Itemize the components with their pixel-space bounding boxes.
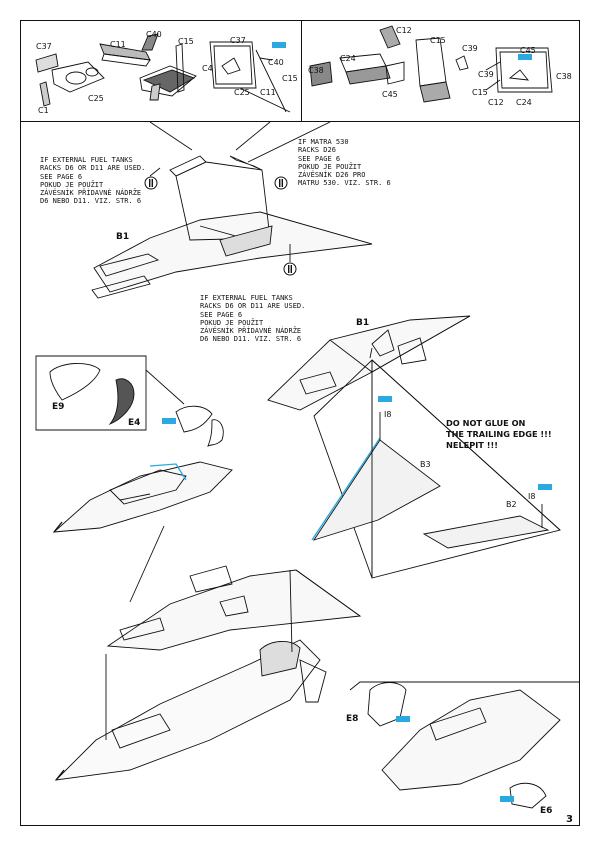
part-label: C40 <box>268 58 284 67</box>
info-icon-center <box>283 262 297 276</box>
part-label: B1 <box>356 318 370 328</box>
note-matra-530: IF MATRA 530 RACKS D26 SEE PAGE 6 POKUD … <box>298 138 391 188</box>
part-label: C15 <box>282 74 298 83</box>
part-label: C24 <box>340 54 356 63</box>
part-label: C38 <box>308 66 324 75</box>
pe-marker <box>378 396 392 402</box>
right-subassembly-frame <box>301 20 580 122</box>
part-label: B2 <box>506 500 517 509</box>
part-label: C15 <box>178 37 194 46</box>
fuselage-top-drawing <box>91 155 373 299</box>
wing-assembly-drawing <box>267 315 561 579</box>
part-label: C45 <box>382 90 398 99</box>
part-label: C40 <box>146 30 162 39</box>
pe-marker <box>500 796 514 802</box>
part-label: C39 <box>478 70 494 79</box>
note-fuel-tanks-left: IF EXTERNAL FUEL TANKS RACKS D6 OR D11 A… <box>40 156 146 206</box>
part-label: C25 <box>234 88 250 97</box>
part-label: C11 <box>260 88 276 97</box>
part-label: C15 <box>430 36 446 45</box>
info-icon-left <box>144 176 158 190</box>
warning-trailing-edge: DO NOT GLUE ON THE TRAILING EDGE !!! NEL… <box>446 418 552 450</box>
part-label: C12 <box>396 26 412 35</box>
right-cockpit-parts-drawing <box>309 25 553 103</box>
part-label: C25 <box>88 94 104 103</box>
part-label: C45 <box>520 46 536 55</box>
part-label: C4 <box>202 64 213 73</box>
intake-callout-drawing <box>35 355 224 447</box>
pe-marker <box>162 418 176 424</box>
part-label: C37 <box>230 36 246 45</box>
aircraft-lower-drawing <box>54 525 362 781</box>
part-label: E6 <box>540 806 553 816</box>
part-label: I8 <box>384 410 392 419</box>
front-fuselage-drawing <box>52 461 233 533</box>
left-cockpit-parts-drawing <box>35 33 291 113</box>
pe-marker <box>272 42 286 48</box>
pe-marker <box>518 54 532 60</box>
part-label: C11 <box>110 40 126 49</box>
pe-marker <box>396 716 410 722</box>
part-label: C39 <box>462 44 478 53</box>
page-number: 3 <box>566 814 573 825</box>
part-label: C1 <box>38 106 49 115</box>
note-fuel-tanks-center: IF EXTERNAL FUEL TANKS RACKS D6 OR D11 A… <box>200 294 306 344</box>
part-label: B3 <box>420 460 431 469</box>
part-label: C37 <box>36 42 52 51</box>
part-label: C24 <box>516 98 532 107</box>
part-label: E8 <box>346 714 359 724</box>
part-label: E9 <box>52 402 65 412</box>
part-label: C38 <box>556 72 572 81</box>
page-frame <box>20 121 580 826</box>
info-icon-right <box>274 176 288 190</box>
part-label: I8 <box>528 492 536 501</box>
part-label: B1 <box>116 232 130 242</box>
part-label: C12 <box>488 98 504 107</box>
part-label: E4 <box>128 418 141 428</box>
rear-detail-drawing <box>349 681 580 809</box>
pe-marker <box>538 484 552 490</box>
part-label: C15 <box>472 88 488 97</box>
